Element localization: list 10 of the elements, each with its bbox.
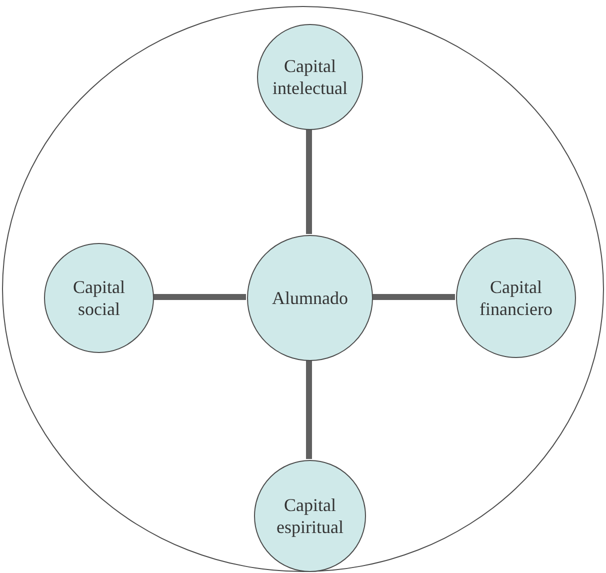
connector-line xyxy=(372,294,455,300)
node-label: Capital financiero xyxy=(478,276,554,320)
node-label: Capital social xyxy=(72,276,126,320)
connector-line xyxy=(306,360,312,459)
node-label: Capital intelectual xyxy=(272,54,348,100)
connector-line xyxy=(306,129,312,234)
outer-ellipse xyxy=(2,6,604,572)
node-label: Alumnado xyxy=(272,286,348,310)
connector-line xyxy=(153,294,246,300)
node-label: Capital espiritual xyxy=(276,494,344,538)
